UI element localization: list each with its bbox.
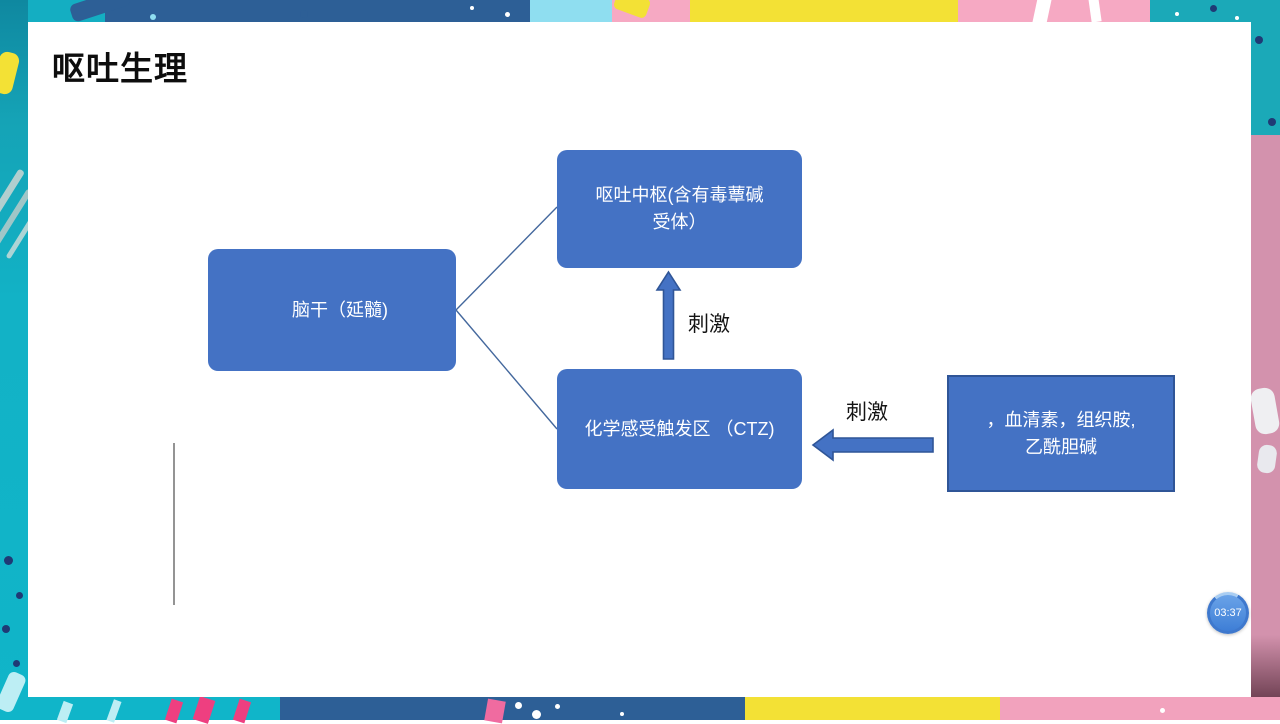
node-vomiting-center-label: 呕吐中枢(含有毒蕈碱 受体） xyxy=(595,185,764,232)
paint-dot xyxy=(1255,36,1263,44)
paint-dot xyxy=(1175,12,1179,16)
page-title: 呕吐生理 xyxy=(52,50,188,87)
node-ctz-label: 化学感受触发区 （CTZ) xyxy=(584,418,775,439)
paint-dot xyxy=(532,710,541,719)
paint-dot xyxy=(1268,118,1276,126)
border-bottom-strip xyxy=(0,697,1280,720)
paint-dot xyxy=(620,712,624,716)
node-ctz[interactable]: 化学感受触发区 （CTZ) xyxy=(557,369,802,489)
paint-dot xyxy=(505,12,510,17)
presentation-timer[interactable]: 03:37 xyxy=(1207,592,1249,634)
border-right-strip xyxy=(1251,0,1280,720)
paint-dot xyxy=(1210,5,1217,12)
node-vomiting-center[interactable]: 呕吐中枢(含有毒蕈碱 受体） xyxy=(557,150,802,268)
paint-dot xyxy=(13,660,20,667)
paint-dot xyxy=(16,592,23,599)
node-brainstem-label: 脑干（延髓) xyxy=(292,299,388,320)
paint-dot xyxy=(1235,16,1239,20)
node-brainstem[interactable]: 脑干（延髓) xyxy=(208,249,456,371)
paint-dot xyxy=(470,6,474,10)
stimulate-label-left: 刺激 xyxy=(846,401,888,424)
node-transmitters[interactable]: ，血清素，组织胺, 乙酰胆碱 xyxy=(947,375,1175,492)
paint-dot xyxy=(555,704,560,709)
paint-dot xyxy=(300,10,308,18)
paint-dot xyxy=(1160,708,1165,713)
paint-dot xyxy=(515,702,522,709)
paint-dot xyxy=(150,14,156,20)
paint-dot xyxy=(2,625,10,633)
stimulate-label-up: 刺激 xyxy=(688,313,730,336)
node-transmitters-label: ，血清素，组织胺, 乙酰胆碱 xyxy=(986,409,1136,457)
timer-value: 03:37 xyxy=(1210,595,1246,631)
border-left-strip xyxy=(0,0,28,720)
paint-dot xyxy=(4,556,13,565)
